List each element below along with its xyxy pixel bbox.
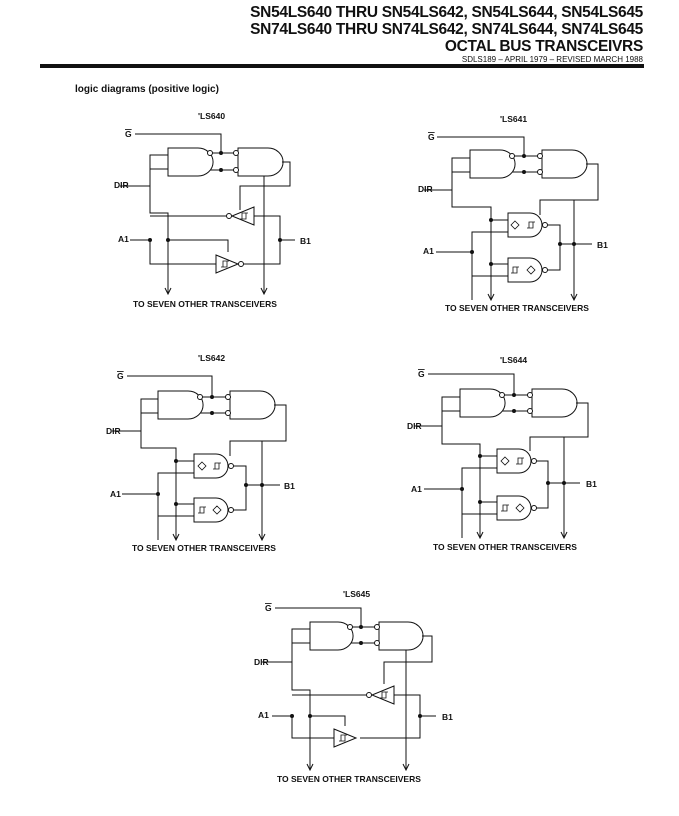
- and-gate: [469, 149, 516, 179]
- and-gate-open-collector: [496, 448, 532, 474]
- g-label: G: [125, 129, 132, 139]
- diagram-ls641: 'LS641 G DIR A1 B1 TO SEVEN OTHER TRANSC…: [418, 114, 608, 313]
- dir-label: DIR: [254, 657, 269, 667]
- g-label: G: [428, 132, 435, 142]
- and-gate: [541, 149, 588, 179]
- a1-label: A1: [423, 246, 434, 256]
- and-gate-open-collector: [496, 495, 532, 521]
- dir-label: DIR: [114, 180, 129, 190]
- footer-label: TO SEVEN OTHER TRANSCEIVERS: [445, 303, 589, 313]
- document-reference: SDLS189 – APRIL 1979 – REVISED MARCH 198…: [461, 55, 643, 64]
- logic-circuit: [414, 373, 589, 540]
- logic-circuit: [262, 607, 436, 772]
- a1-label: A1: [110, 489, 121, 499]
- b1-label: B1: [442, 712, 453, 722]
- and-gate-open-collector: [193, 453, 229, 479]
- diagram-title: 'LS645: [343, 589, 370, 599]
- logic-circuit: [424, 136, 599, 302]
- footer-label: TO SEVEN OTHER TRANSCEIVERS: [433, 542, 577, 552]
- dir-label: DIR: [418, 184, 433, 194]
- b1-label: B1: [284, 481, 295, 491]
- and-gate: [157, 390, 204, 420]
- diagram-ls645: 'LS645 G DIR A1 B1 TO SEVEN OTHER TRANSC…: [254, 589, 453, 784]
- and-gate: [378, 621, 424, 651]
- g-label: G: [117, 371, 124, 381]
- logic-circuit: [120, 133, 295, 296]
- datasheet-title-line-2: SN74LS640 THRU SN74LS642, SN74LS644, SN7…: [250, 21, 643, 38]
- and-gate: [167, 147, 214, 177]
- and-gate-open-collector: [507, 257, 543, 283]
- buffer-gate: [230, 206, 255, 226]
- diagram-title: 'LS642: [198, 353, 225, 363]
- g-label: G: [265, 603, 272, 613]
- footer-label: TO SEVEN OTHER TRANSCEIVERS: [132, 543, 276, 553]
- and-gate: [237, 147, 284, 177]
- b1-label: B1: [597, 240, 608, 250]
- and-gate-open-collector: [507, 212, 543, 238]
- header-rule: [40, 64, 644, 68]
- a1-label: A1: [258, 710, 269, 720]
- diagram-title: 'LS644: [500, 355, 527, 365]
- diagram-ls640: 'LS640 G DIR A1 B1 TO SEVEN OTHER TRANSC…: [114, 111, 311, 309]
- diagram-ls642: 'LS642 G DIR A1 B1 TO SEVEN OTHER TRANSC…: [106, 353, 295, 553]
- and-gate: [229, 390, 276, 420]
- b1-label: B1: [586, 479, 597, 489]
- diagram-title: 'LS641: [500, 114, 527, 124]
- buffer-gate: [370, 685, 395, 705]
- a1-label: A1: [118, 234, 129, 244]
- footer-label: TO SEVEN OTHER TRANSCEIVERS: [133, 299, 277, 309]
- and-gate: [531, 388, 578, 418]
- datasheet-title-line-3: OCTAL BUS TRANSCEIVRS: [444, 38, 643, 55]
- and-gate: [459, 388, 506, 418]
- datasheet-title-line-1: SN54LS640 THRU SN54LS642, SN54LS644, SN5…: [250, 4, 643, 21]
- and-gate: [309, 621, 354, 651]
- logic-circuit: [112, 375, 287, 542]
- diagram-ls644: 'LS644 G DIR A1 B1 TO SEVEN OTHER TRANSC…: [407, 355, 597, 552]
- and-gate-open-collector: [193, 497, 229, 523]
- section-title: logic diagrams (positive logic): [75, 84, 219, 95]
- g-label: G: [418, 369, 425, 379]
- a1-label: A1: [411, 484, 422, 494]
- b1-label: B1: [300, 236, 311, 246]
- diagram-title: 'LS640: [198, 111, 225, 121]
- footer-label: TO SEVEN OTHER TRANSCEIVERS: [277, 774, 421, 784]
